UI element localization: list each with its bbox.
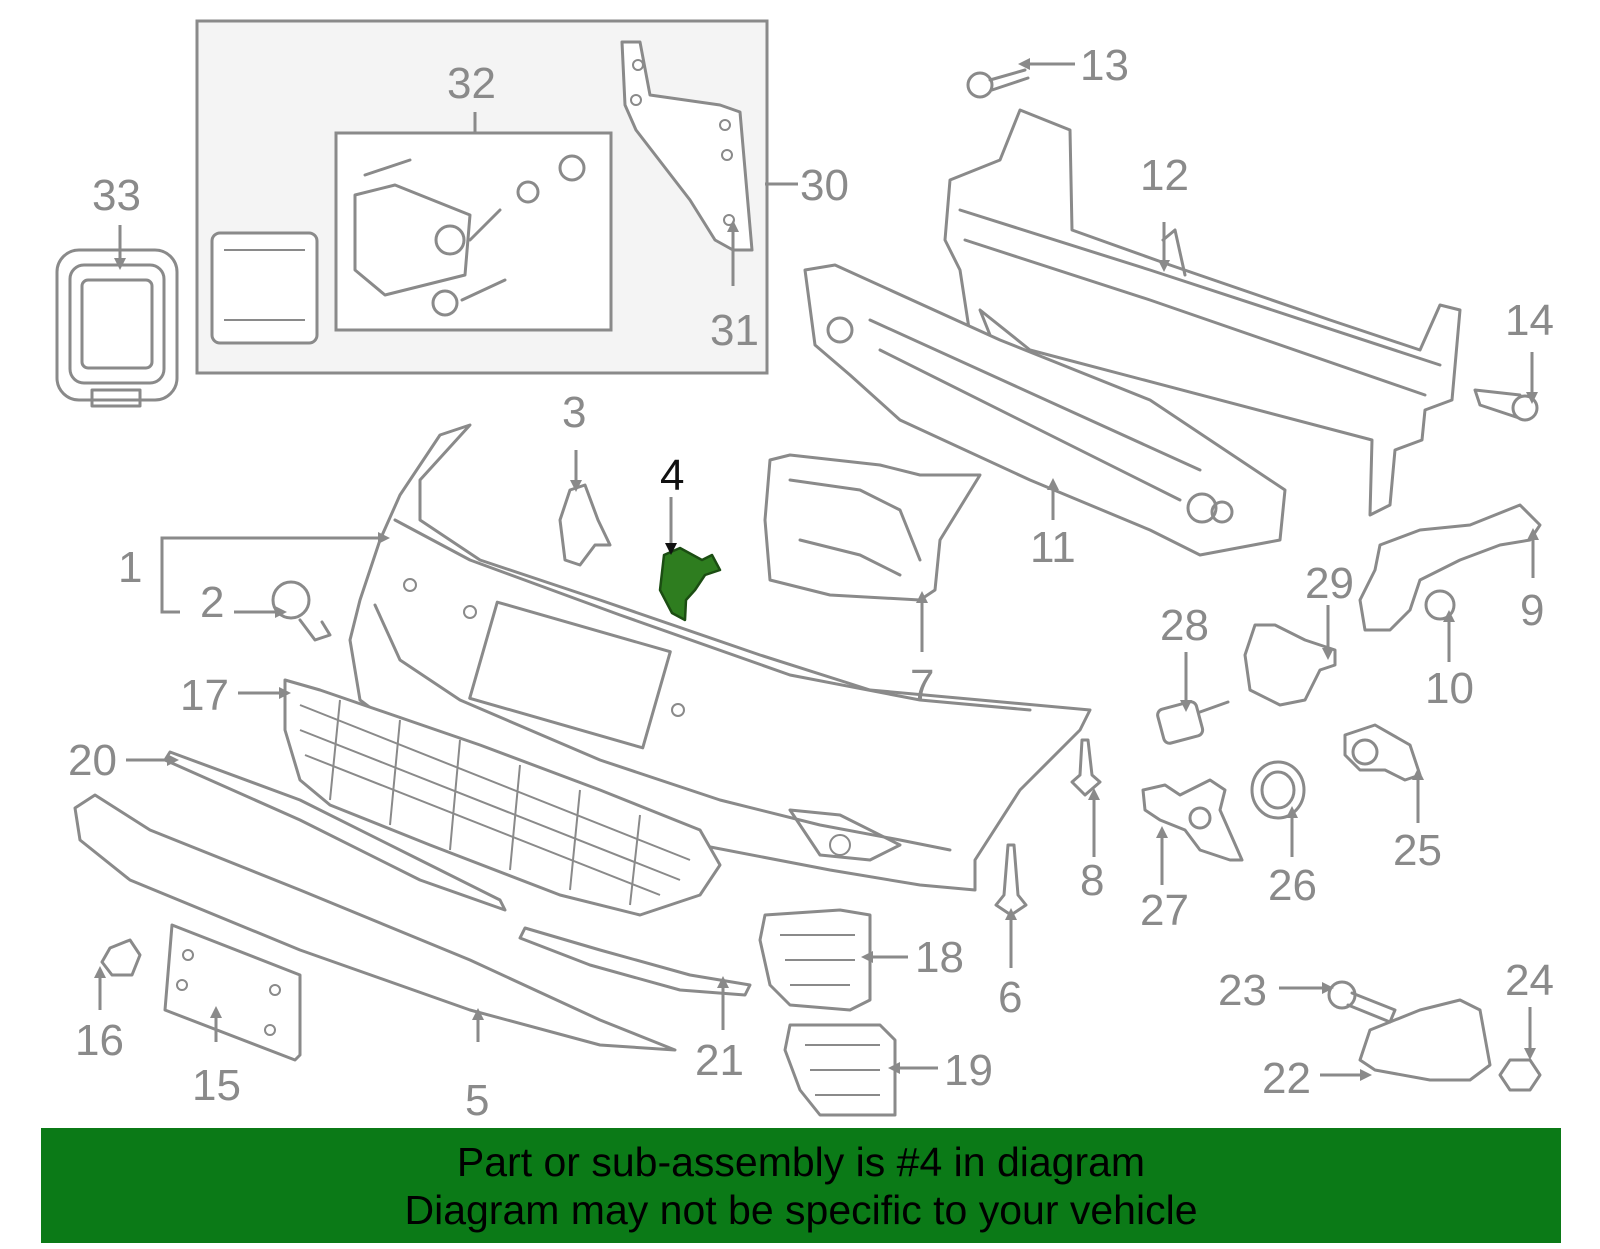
part-9-bracket — [1358, 503, 1542, 632]
part-17-grille — [283, 678, 722, 917]
part-15-license-plate-bracket — [163, 923, 302, 1062]
callout-30: 30 — [800, 161, 849, 210]
banner-line-2: Diagram may not be specific to your vehi… — [404, 1186, 1198, 1233]
callout-31: 31 — [710, 306, 759, 355]
part-16-clip — [100, 938, 142, 977]
callout-19: 19 — [944, 1046, 993, 1095]
part-13-bolt — [966, 68, 1030, 99]
part-6-screw — [994, 843, 1028, 917]
callout-16: 16 — [75, 1016, 124, 1065]
callout-1: 1 — [118, 543, 142, 592]
part-20-strip — [163, 750, 507, 912]
part-23-bolt — [1327, 980, 1397, 1024]
callout-27: 27 — [1140, 886, 1189, 935]
callout-18: 18 — [915, 933, 964, 982]
part-25-sensor — [1343, 723, 1422, 782]
part-21-strip — [518, 926, 752, 997]
callout-29: 29 — [1305, 559, 1354, 608]
callout-33: 33 — [92, 171, 141, 220]
callout-labels: 1 2 3 4 5 6 7 8 9 10 11 12 13 14 15 16 1… — [68, 41, 1554, 1125]
callout-14: 14 — [1505, 296, 1554, 345]
part-33-sensor-frame — [55, 248, 179, 408]
part-22-bracket — [1358, 998, 1492, 1082]
part-5-lower-spoiler — [73, 793, 677, 1052]
callout-17: 17 — [180, 671, 229, 720]
part-26-ring — [1250, 760, 1306, 820]
callout-26: 26 — [1268, 861, 1317, 910]
part-28-sensor — [1156, 700, 1230, 745]
banner-line-1: Part or sub-assembly is #4 in diagram — [456, 1138, 1146, 1185]
part-3-trim — [558, 483, 612, 567]
callout-24: 24 — [1505, 956, 1554, 1005]
callout-32: 32 — [447, 59, 496, 108]
callout-12: 12 — [1140, 151, 1189, 200]
part-30-bracket — [620, 40, 754, 252]
part-32-sensor-module — [210, 154, 586, 345]
callout-28: 28 — [1160, 601, 1209, 650]
part-10-clip — [1424, 589, 1456, 621]
callout-10: 10 — [1425, 664, 1474, 713]
callout-5: 5 — [465, 1076, 489, 1125]
callout-4: 4 — [660, 451, 684, 500]
part-18-fog-trim — [758, 908, 872, 1012]
part-24-nut — [1498, 1058, 1542, 1092]
part-19-fog-trim — [783, 1023, 897, 1117]
callout-20: 20 — [68, 736, 117, 785]
callout-9: 9 — [1520, 586, 1544, 635]
banner-background — [41, 1128, 1561, 1243]
callout-13: 13 — [1080, 41, 1129, 90]
callout-23: 23 — [1218, 966, 1267, 1015]
callout-25: 25 — [1393, 826, 1442, 875]
part-7-bracket — [763, 453, 982, 602]
part-11-energy-absorber — [803, 263, 1287, 557]
part-27-bracket — [1141, 778, 1244, 862]
callout-22: 22 — [1262, 1054, 1311, 1103]
callout-6: 6 — [998, 973, 1022, 1022]
part-2-tow-cap — [271, 580, 332, 642]
callout-7: 7 — [910, 661, 934, 710]
callout-8: 8 — [1080, 856, 1104, 905]
callout-15: 15 — [192, 1061, 241, 1110]
callout-11: 11 — [1030, 523, 1076, 572]
leader-lines — [98, 62, 1535, 1077]
callout-3: 3 — [562, 388, 586, 437]
callout-2: 2 — [200, 578, 224, 627]
info-banner: Part or sub-assembly is #4 in diagram Di… — [41, 1128, 1561, 1243]
callout-21: 21 — [695, 1036, 744, 1085]
part-29-bracket — [1243, 623, 1337, 707]
leader-arrowheads — [94, 58, 1539, 1081]
inset-assembly-box — [195, 19, 769, 375]
part-8-screw — [1070, 738, 1102, 797]
part-4-highlighted — [658, 546, 722, 622]
